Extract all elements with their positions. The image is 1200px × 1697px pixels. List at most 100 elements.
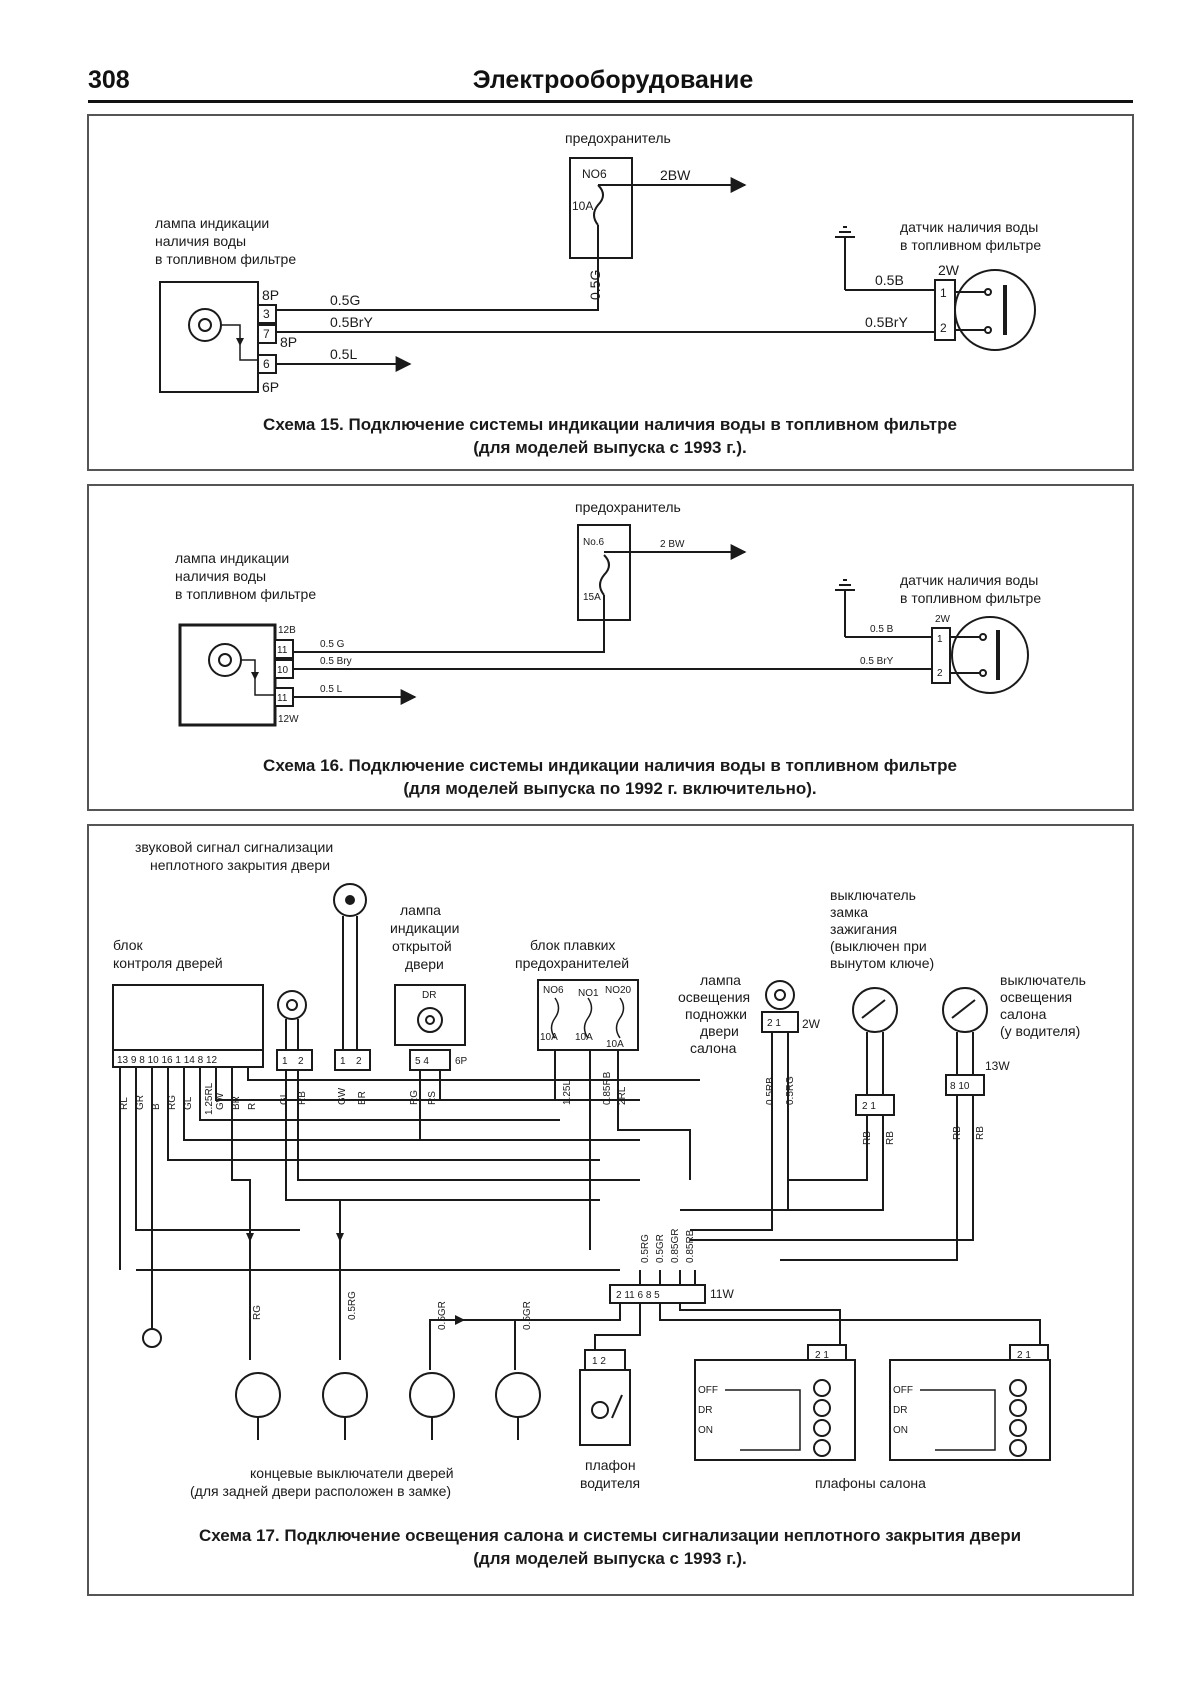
svg-text:5 4: 5 4 [415, 1056, 429, 1067]
s16-sensor-label-2: в топливном фильтре [900, 590, 1041, 606]
s17-open-door-lamp-icon [417, 1007, 443, 1033]
svg-text:2 1: 2 1 [767, 1018, 781, 1029]
page-header: 308 Электрооборудование [88, 60, 1133, 103]
svg-text:10A: 10A [606, 1039, 624, 1050]
scheme-17: звуковой сигнал сигнализации неплотного … [87, 824, 1134, 1596]
s15-caption-2: (для моделей выпуска с 1993 г.). [473, 438, 746, 457]
s15-wire-1: 0.5G [330, 292, 360, 308]
s16-pin-1: 11 [277, 645, 288, 656]
svg-text:1.25L: 1.25L [562, 1080, 573, 1105]
s17-step-lamp-label-1: лампа [700, 972, 741, 988]
s17-step-lamp-label-5: салона [690, 1040, 737, 1056]
s17-buzzer-conn [334, 1049, 371, 1071]
svg-text:0.5GR: 0.5GR [522, 1301, 533, 1330]
s17-ign-label-1: выключатель [830, 887, 916, 903]
svg-text:2 1: 2 1 [815, 1350, 829, 1361]
s16-fuse-label: предохранитель [575, 499, 681, 515]
s17-step-lamp-conn [761, 1011, 799, 1033]
svg-text:RB: RB [297, 1091, 308, 1105]
svg-text:BR: BR [231, 1096, 242, 1110]
s16-wire-3: 0.5 L [320, 684, 343, 695]
s16-pin-3: 11 [277, 693, 288, 704]
svg-text:0.85RB: 0.85RB [685, 1229, 696, 1263]
s17-junction-conn [609, 1284, 706, 1304]
s16-fuse-no: No.6 [583, 537, 605, 548]
s17-step-lamp-label-3: подножки [685, 1006, 747, 1022]
svg-text:GW: GW [215, 1092, 226, 1110]
s16-lamp-label-3: в топливном фильтре [175, 586, 316, 602]
s16-fuse-out: 2 BW [660, 539, 685, 550]
s15-lamp-box [159, 281, 259, 393]
scheme-16-frame [87, 484, 1134, 811]
page-number: 308 [88, 66, 130, 94]
svg-text:2W: 2W [802, 1017, 821, 1031]
svg-text:1: 1 [282, 1056, 288, 1067]
svg-text:OFF: OFF [893, 1385, 913, 1396]
s17-open-door-label-3: открытой [392, 938, 452, 954]
svg-text:0.5RB: 0.5RB [765, 1077, 776, 1105]
svg-text:2 1: 2 1 [862, 1101, 876, 1112]
s15-fuse-out: 2BW [660, 167, 691, 183]
s17-door-control-pins: 13 9 8 10 16 1 14 8 12 [117, 1055, 218, 1066]
scheme-15-frame [87, 114, 1134, 471]
svg-text:8 10: 8 10 [950, 1081, 970, 1092]
scheme-15: предохранитель NO6 10A 2BW 0.5G лампа ин… [87, 114, 1134, 471]
s17-door-control-label-1: блок [113, 937, 144, 953]
s17-door-switches-label-2: (для задней двери расположен в замке) [190, 1483, 451, 1499]
svg-text:2: 2 [356, 1056, 362, 1067]
s16-sensor-label-1: датчик наличия воды [900, 572, 1038, 588]
svg-text:0.5RG: 0.5RG [640, 1234, 651, 1263]
s15-fuse-no: NO6 [582, 167, 607, 181]
s17-open-door-label-4: двери [405, 956, 444, 972]
svg-text:NO6: NO6 [543, 985, 564, 996]
s17-step-lamp-icon [765, 980, 795, 1010]
s15-sensor-wire-1: 0.5B [875, 272, 904, 288]
s15-fuse-rating: 10A [572, 199, 593, 213]
s17-open-door-tag: DR [422, 990, 436, 1001]
svg-text:2 1: 2 1 [1017, 1350, 1031, 1361]
s16-sensor-pin-2: 2 [937, 668, 943, 679]
s15-fuse-element [593, 184, 604, 226]
s17-small-lamp-conn [276, 1049, 313, 1071]
svg-text:10A: 10A [575, 1032, 593, 1043]
s15-conn-bottom: 6P [262, 379, 279, 395]
svg-text:0.5RG: 0.5RG [785, 1076, 796, 1105]
s15-sensor-wire-2: 0.5BrY [865, 314, 908, 330]
s17-dome-switch-label-4: (у водителя) [1000, 1023, 1080, 1039]
s16-lamp-label-2: наличия воды [175, 568, 266, 584]
s17-buzzer-label-2: неплотного закрытия двери [150, 857, 330, 873]
svg-text:NO20: NO20 [605, 985, 632, 996]
s17-door-control-box [112, 984, 264, 1051]
s17-dome-switch-label-2: освещения [1000, 989, 1072, 1005]
s15-lamp-label-2: наличия воды [155, 233, 246, 249]
s16-wire-2: 0.5 Bry [320, 656, 352, 667]
s15-fuse-box [569, 157, 633, 259]
s17-buzzer-wire-1: GW [337, 1087, 348, 1105]
svg-text:0.5GR: 0.5GR [437, 1301, 448, 1330]
svg-text:RL: RL [119, 1097, 130, 1110]
svg-text:OFF: OFF [698, 1385, 718, 1396]
s15-diode-icon [236, 338, 244, 346]
svg-text:1.25RL: 1.25RL [204, 1082, 215, 1115]
svg-text:2RL: 2RL [617, 1086, 628, 1105]
s17-fuse-block-label-2: предохранителей [515, 955, 629, 971]
svg-text:GR: GR [135, 1095, 146, 1110]
svg-text:RG: RG [409, 1090, 420, 1105]
s15-fuse-wire: 0.5G [587, 270, 603, 300]
s15-wire-3: 0.5L [330, 346, 357, 362]
s17-small-lamp-icon [277, 990, 307, 1020]
s17-driver-lamp-box [579, 1369, 631, 1446]
s17-cabin-lamps-label: плафоны салона [815, 1475, 926, 1491]
s17-ign-label-2: замка [830, 904, 868, 920]
svg-text:10A: 10A [540, 1032, 558, 1043]
s17-open-door-label-1: лампа [400, 902, 441, 918]
s15-pin-3: 3 [263, 307, 270, 321]
svg-text:0.5GR: 0.5GR [655, 1234, 666, 1263]
s15-sensor-label-2: в топливном фильтре [900, 237, 1041, 253]
svg-text:1: 1 [340, 1056, 346, 1067]
s17-cabin-lamp-1-box [694, 1359, 856, 1461]
s17-door-switch-2-icon [322, 1372, 368, 1418]
s15-lamp-label-1: лампа индикации [155, 215, 269, 231]
s15-sensor-pin-2: 2 [940, 321, 947, 335]
s17-door-control-label-2: контроля дверей [113, 955, 223, 971]
